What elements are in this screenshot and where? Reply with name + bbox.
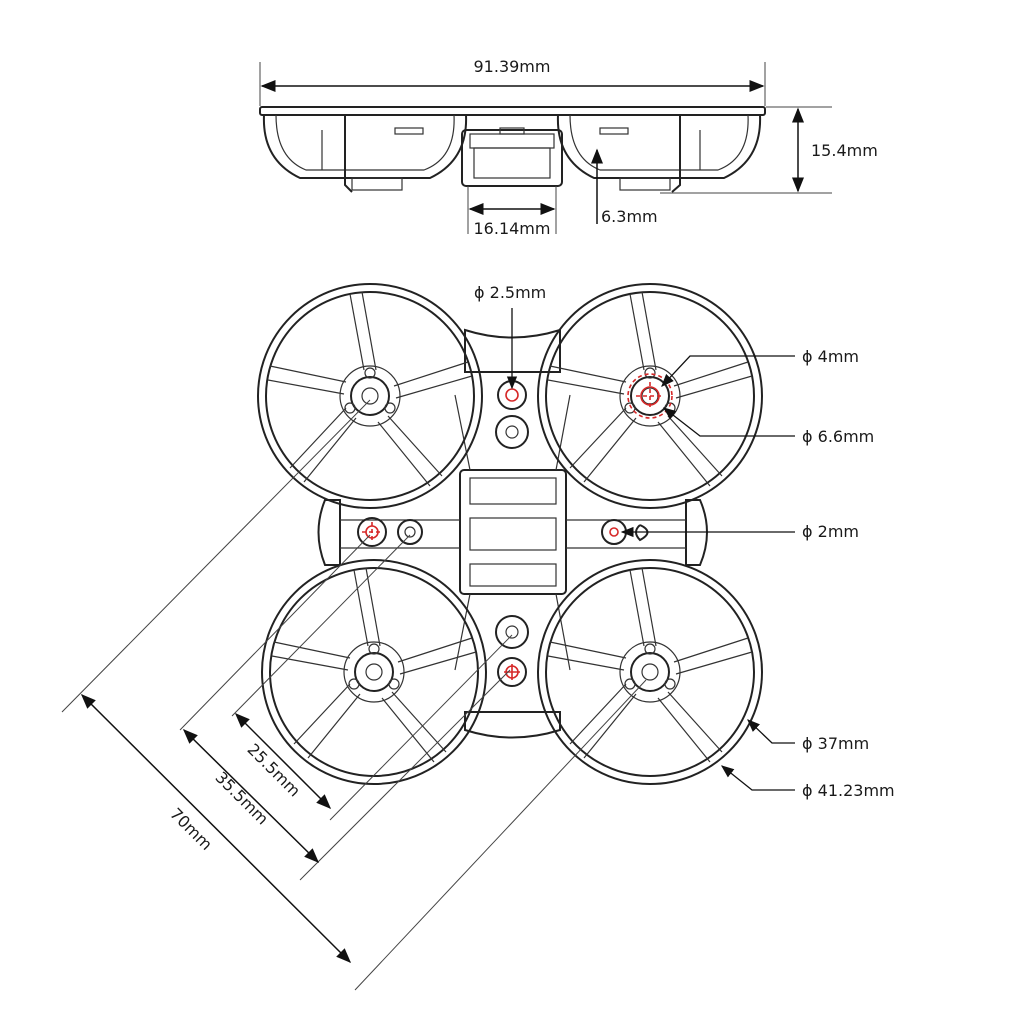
spacing-25-5-dimension-line [234, 712, 332, 810]
overall-width-label: 91.39mm [474, 57, 551, 76]
frame-body [317, 328, 708, 739]
mount-holes [357, 373, 673, 687]
duct-diameter-label: ϕ 41.23mm [802, 781, 895, 800]
spacing-35-5-label: 35.5mm [212, 768, 273, 829]
side-view-body [259, 106, 766, 193]
prop-diameter-label: ϕ 37mm [802, 734, 869, 753]
hole-diameter-2-5-label: ϕ 2.5mm [474, 283, 546, 302]
propeller-duct-bottom-right [537, 559, 763, 785]
propeller-duct-top-left [257, 283, 483, 509]
spacing-25-5-label: 25.5mm [244, 740, 305, 801]
wheelbase-dimension-line [80, 693, 352, 964]
height-label: 15.4mm [811, 141, 878, 160]
top-view: ϕ 2.5mm ϕ 4mm ϕ 6.6mm ϕ 2mm ϕ 37mm ϕ 41.… [61, 283, 895, 991]
motor-shaft-diameter-label: ϕ 4mm [802, 347, 859, 366]
motor-mount-diameter-label: ϕ 6.6mm [802, 427, 874, 446]
bay-depth-label: 6.3mm [601, 207, 658, 226]
side-view: 91.39mm 15.4mm 16.14mm 6.3mm [259, 57, 878, 238]
side-hole-diameter-label: ϕ 2mm [802, 522, 859, 541]
bay-width-label: 16.14mm [474, 219, 551, 238]
wheelbase-label: 70mm [166, 804, 216, 854]
propeller-duct-bottom-left [261, 559, 487, 785]
